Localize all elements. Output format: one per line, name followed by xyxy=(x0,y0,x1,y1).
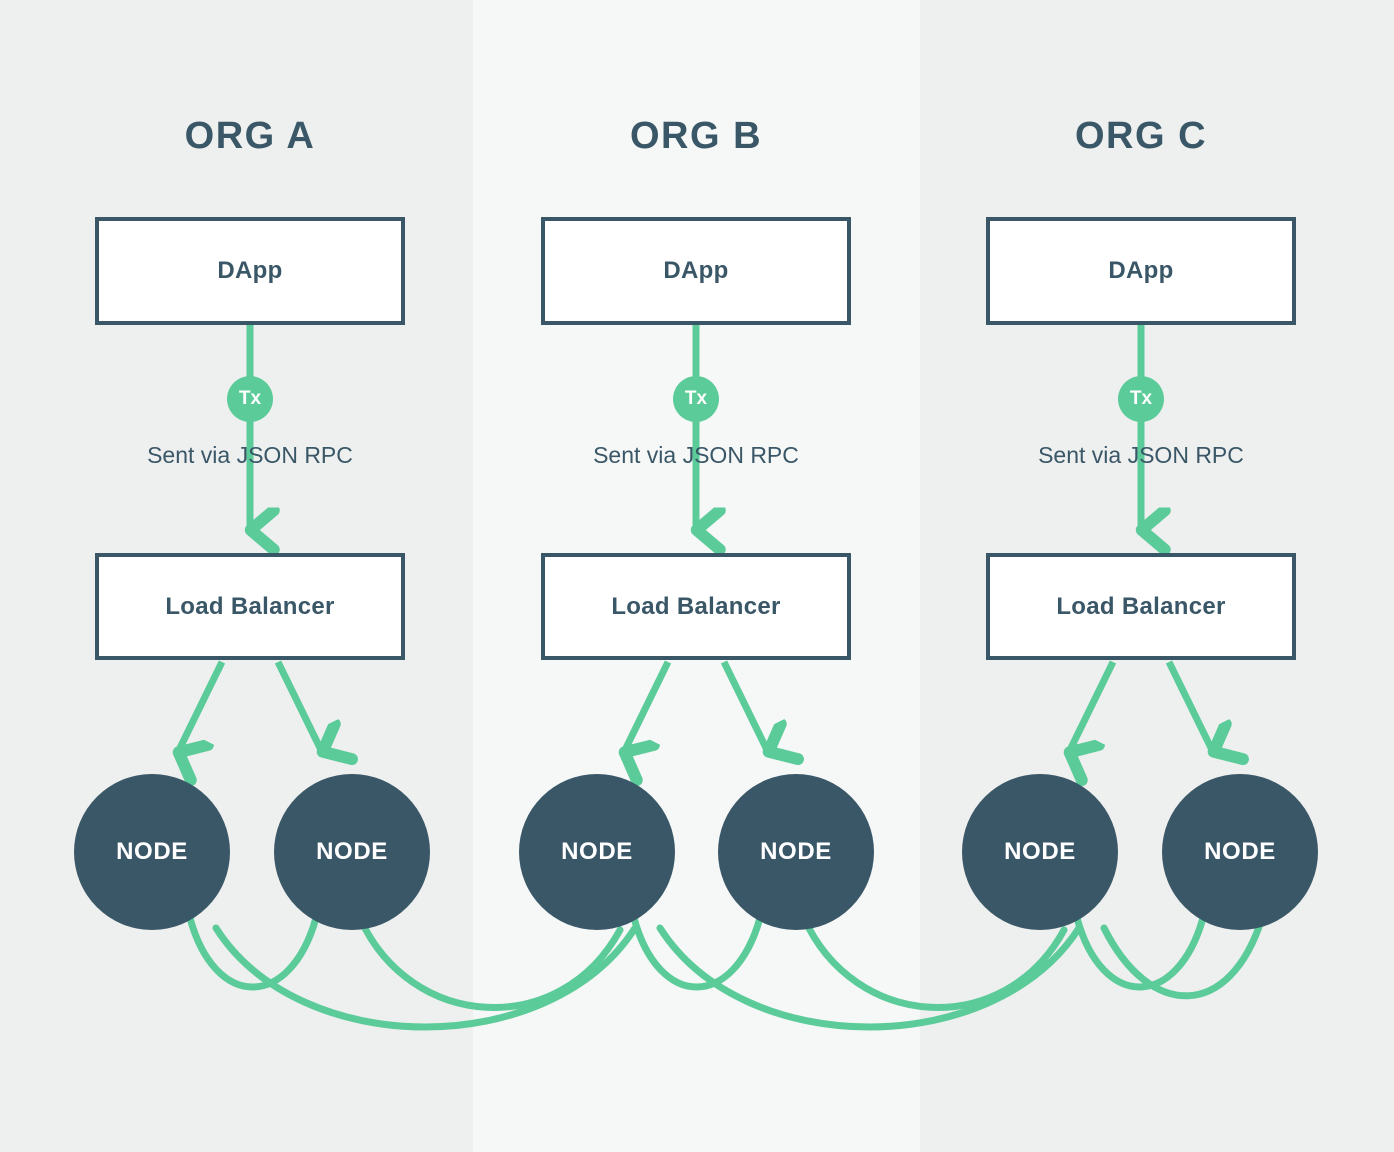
tx-label-b: Tx xyxy=(684,388,708,409)
rpc-label-a: Sent via JSON RPC xyxy=(147,442,353,468)
tx-badge-c: Tx xyxy=(1118,376,1164,422)
dapp-box-a[interactable]: DApp xyxy=(95,217,405,325)
node-b-2[interactable]: NODE xyxy=(718,774,874,930)
tx-badge-b: Tx xyxy=(673,376,719,422)
node-label: NODE xyxy=(316,838,388,865)
rpc-label-b: Sent via JSON RPC xyxy=(593,442,799,468)
org-title-b: ORG B xyxy=(629,115,763,157)
node-label: NODE xyxy=(760,838,832,865)
tx-label-a: Tx xyxy=(238,388,262,409)
load-balancer-label-c: Load Balancer xyxy=(1056,592,1226,620)
node-mesh-curves xyxy=(186,914,1266,1031)
load-balancer-label-b: Load Balancer xyxy=(611,592,781,620)
node-a-2[interactable]: NODE xyxy=(274,774,430,930)
tx-label-c: Tx xyxy=(1129,388,1153,409)
node-label: NODE xyxy=(116,838,188,865)
org-c-lb-to-nodes-arrows xyxy=(1069,660,1213,752)
node-c-1[interactable]: NODE xyxy=(962,774,1118,930)
dapp-label-a: DApp xyxy=(217,257,283,284)
org-title-a: ORG A xyxy=(184,115,316,157)
org-b-lb-to-nodes-arrows xyxy=(624,660,768,752)
node-a-1[interactable]: NODE xyxy=(74,774,230,930)
load-balancer-box-a[interactable]: Load Balancer xyxy=(95,553,405,660)
node-label: NODE xyxy=(1004,838,1076,865)
dapp-label-c: DApp xyxy=(1108,257,1174,284)
org-a-lb-to-nodes-arrows xyxy=(178,660,322,752)
node-label: NODE xyxy=(1204,838,1276,865)
node-b-1[interactable]: NODE xyxy=(519,774,675,930)
load-balancer-box-b[interactable]: Load Balancer xyxy=(541,553,851,660)
dapp-label-b: DApp xyxy=(663,257,729,284)
load-balancer-label-a: Load Balancer xyxy=(165,592,335,620)
node-c-2[interactable]: NODE xyxy=(1162,774,1318,930)
rpc-label-c: Sent via JSON RPC xyxy=(1038,442,1244,468)
dapp-box-b[interactable]: DApp xyxy=(541,217,851,325)
load-balancer-box-c[interactable]: Load Balancer xyxy=(986,553,1296,660)
tx-badge-a: Tx xyxy=(227,376,273,422)
dapp-box-c[interactable]: DApp xyxy=(986,217,1296,325)
org-title-c: ORG C xyxy=(1074,115,1208,157)
node-label: NODE xyxy=(561,838,633,865)
